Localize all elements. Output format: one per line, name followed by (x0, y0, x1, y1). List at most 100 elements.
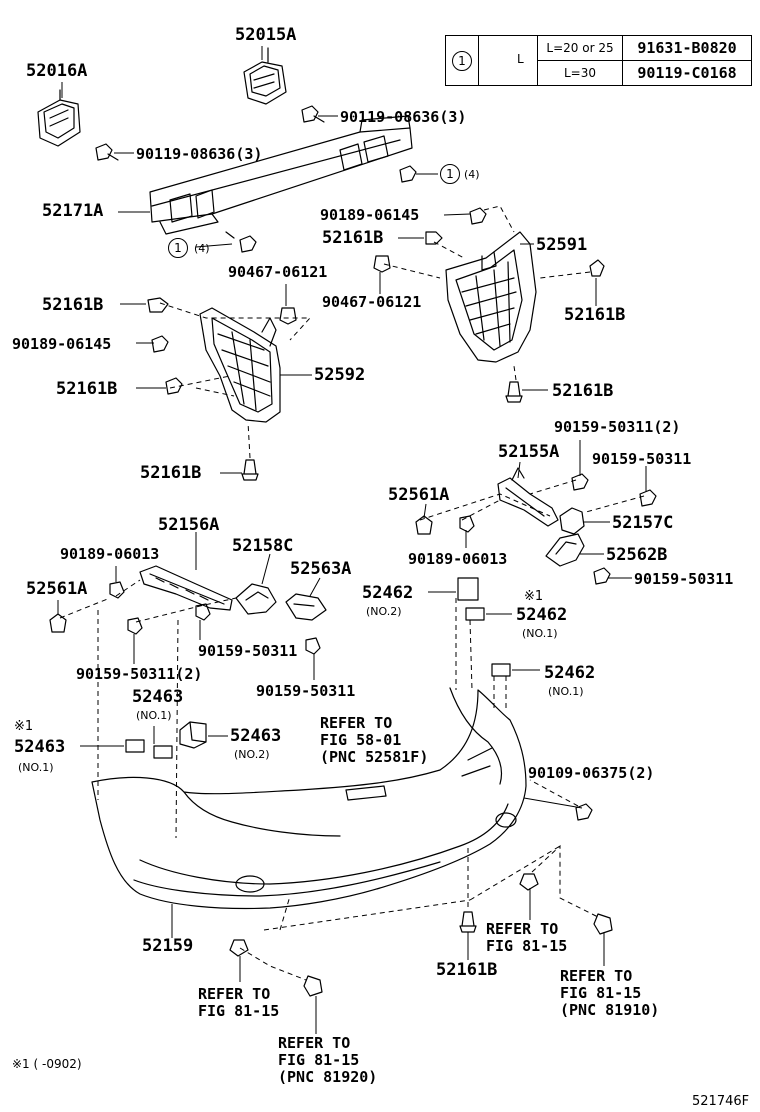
refer-note-line: REFER TO (278, 1034, 351, 1052)
refer-note-line: FIG 81-15 (486, 937, 568, 955)
part-label-52462-a[interactable]: 52462 (362, 583, 414, 603)
part-label-52463-b[interactable]: 52463 (230, 726, 282, 746)
ref-marker-1b: 1 (168, 238, 188, 258)
part-label-52561a-1[interactable]: 52561A (388, 485, 450, 505)
part-label-52462-b[interactable]: 52462 (516, 605, 568, 625)
qty-4a: (4) (464, 168, 480, 181)
variant-no1-c: (NO.1) (136, 709, 172, 722)
part-label-90189-06145-a[interactable]: 90189-06145 (320, 206, 420, 224)
variant-no1-a: (NO.1) (522, 627, 558, 640)
part-label-52156a[interactable]: 52156A (158, 515, 220, 535)
part-label-52171a[interactable]: 52171A (42, 201, 104, 221)
refer-note-line: (PNC 81920) (278, 1068, 378, 1086)
part-label-52592[interactable]: 52592 (314, 365, 366, 385)
part-label-52462-c[interactable]: 52462 (544, 663, 596, 683)
variant-no2-b: (NO.2) (234, 748, 270, 761)
part-label-90119-08636-b[interactable]: 90119-08636(3) (136, 145, 263, 163)
figure-code: 521746F (692, 1094, 750, 1109)
refer-note-line: REFER TO (320, 714, 393, 732)
part-label-52463-a[interactable]: 52463 (132, 687, 184, 707)
part-52158c-shape (235, 583, 277, 615)
part-label-52161b-6[interactable]: 52161B (140, 463, 202, 483)
part-label-52161b-3[interactable]: 52161B (564, 305, 626, 325)
part-label-52015a[interactable]: 52015A (235, 25, 297, 45)
refer-note-fig-81-15-b[interactable]: REFER TO FIG 81-15 (PNC 81910) (560, 968, 659, 1019)
part-label-90467-06121-a[interactable]: 90467-06121 (228, 263, 328, 281)
part-label-90159-50311-d[interactable]: 90159-50311 (256, 682, 356, 700)
spec-ref-cell: 1 (445, 35, 479, 86)
part-label-52159[interactable]: 52159 (142, 936, 194, 956)
refer-note-line: REFER TO (560, 967, 633, 985)
bracket-52015a-shape (243, 47, 287, 105)
spec-dim-label: L (517, 52, 524, 66)
retainer-52463-no2-shape (179, 721, 207, 749)
part-label-52016a[interactable]: 52016A (26, 61, 88, 81)
part-label-90159-50311-c[interactable]: 90159-50311 (198, 642, 298, 660)
retainer-52463-no1a-shape (125, 739, 145, 753)
spec-length-1: L=30 (537, 60, 623, 86)
part-label-90159-50311-2-b[interactable]: 90159-50311(2) (76, 665, 203, 683)
part-label-90109-06375[interactable]: 90109-06375(2) (528, 764, 655, 782)
bracket-52156a-shape (139, 565, 233, 611)
part-label-90189-06013-a[interactable]: 90189-06013 (408, 550, 508, 568)
part-label-52161b-4[interactable]: 52161B (56, 379, 118, 399)
retainer-52592-shape (199, 307, 281, 423)
part-label-52591[interactable]: 52591 (536, 235, 588, 255)
footnote-mark-1b: ※1 (14, 719, 34, 734)
part-label-52561a-2[interactable]: 52561A (26, 579, 88, 599)
retainer-52591-shape (445, 231, 537, 363)
bracket-52155a-shape (497, 467, 559, 527)
part-label-90189-06013-b[interactable]: 90189-06013 (60, 545, 160, 563)
refer-note-fig-81-15-d[interactable]: REFER TO FIG 81-15 (PNC 81920) (278, 1035, 377, 1086)
part-label-90159-50311-2-a[interactable]: 90159-50311(2) (554, 418, 681, 436)
part-label-52562b[interactable]: 52562B (606, 545, 668, 565)
part-label-52161b-2[interactable]: 52161B (42, 295, 104, 315)
refer-note-fig-81-15-a[interactable]: REFER TO FIG 81-15 (486, 921, 567, 955)
part-label-52563a[interactable]: 52563A (290, 559, 352, 579)
refer-note-line: REFER TO (486, 920, 559, 938)
part-label-52161b-5[interactable]: 52161B (552, 381, 614, 401)
part-52157c-shape (559, 507, 585, 535)
variant-no1-d: (NO.1) (18, 761, 54, 774)
spec-table: 1 L L=20 or 25 91631-B0820 L=30 90119-C0… (445, 35, 752, 86)
footnote: ※1 ( -0902) (12, 1057, 82, 1071)
part-label-52463-c[interactable]: 52463 (14, 737, 66, 757)
part-label-52161b-7[interactable]: 52161B (436, 960, 498, 980)
spec-part-0[interactable]: 91631-B0820 (622, 35, 752, 61)
part-52563a-shape (285, 593, 327, 621)
part-label-90159-50311-a[interactable]: 90159-50311 (592, 450, 692, 468)
part-52562b-shape (545, 533, 585, 567)
refer-note-line: FIG 81-15 (560, 984, 642, 1002)
refer-note-fig-58-01[interactable]: REFER TO FIG 58-01 (PNC 52581F) (320, 715, 428, 766)
refer-note-line: FIG 81-15 (198, 1002, 280, 1020)
leader-lines (57, 46, 647, 1034)
retainer-52462-no1a-shape (465, 607, 485, 621)
bracket-52016a-shape (37, 89, 81, 147)
footnote-mark-1a: ※1 (524, 589, 544, 604)
part-label-52155a[interactable]: 52155A (498, 442, 560, 462)
variant-no2-a: (NO.2) (366, 605, 402, 618)
spec-length-0: L=20 or 25 (537, 35, 623, 61)
spec-ref-marker: 1 (452, 51, 472, 71)
part-label-52161b-1[interactable]: 52161B (322, 228, 384, 248)
refer-note-line: (PNC 52581F) (320, 748, 429, 766)
refer-note-line: FIG 58-01 (320, 731, 402, 749)
retainer-52462-no1b-shape (491, 663, 511, 677)
reinforcement-52171a-shape (149, 115, 413, 235)
spec-part-1[interactable]: 90119-C0168 (622, 60, 752, 86)
part-label-90159-50311-b[interactable]: 90159-50311 (634, 570, 734, 588)
refer-note-line: REFER TO (198, 985, 271, 1003)
refer-note-line: FIG 81-15 (278, 1051, 360, 1069)
part-label-52158c[interactable]: 52158C (232, 536, 294, 556)
variant-no1-b: (NO.1) (548, 685, 584, 698)
refer-note-fig-81-15-c[interactable]: REFER TO FIG 81-15 (198, 986, 279, 1020)
qty-4b: (4) (194, 242, 210, 255)
part-label-90189-06145-b[interactable]: 90189-06145 (12, 335, 112, 353)
retainer-52463-no1b-shape (153, 745, 173, 759)
part-label-52157c[interactable]: 52157C (612, 513, 674, 533)
part-label-90467-06121-b[interactable]: 90467-06121 (322, 293, 422, 311)
dashed-guides (59, 205, 645, 981)
refer-note-line: (PNC 81910) (560, 1001, 660, 1019)
part-label-90119-08636-a[interactable]: 90119-08636(3) (340, 108, 467, 126)
